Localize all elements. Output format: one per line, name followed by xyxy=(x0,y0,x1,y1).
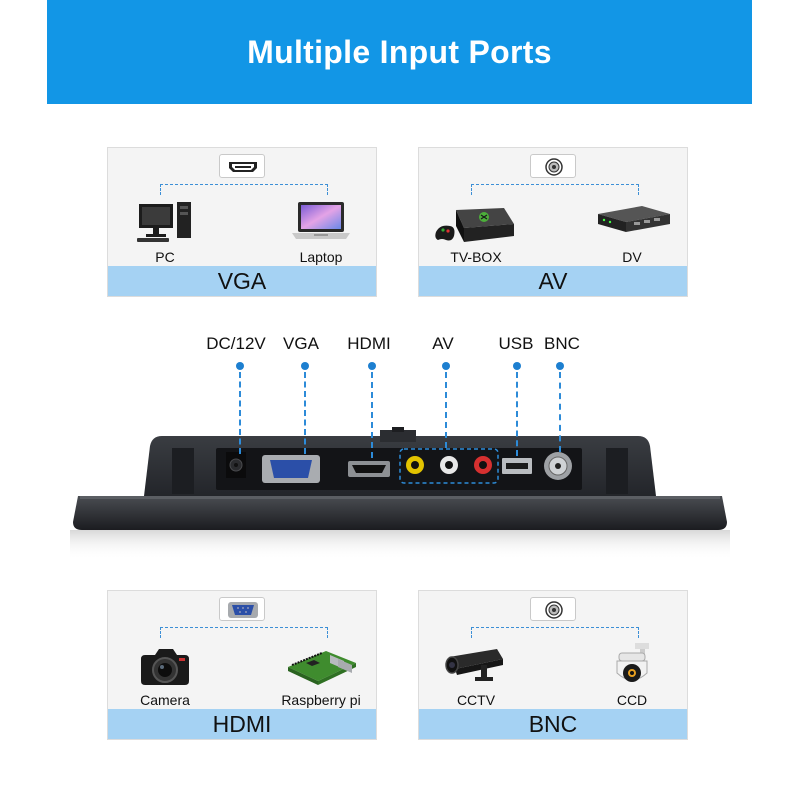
leader-dot xyxy=(442,362,450,370)
desktop-pc-icon xyxy=(120,200,210,246)
laptop-icon xyxy=(276,200,366,246)
leader-dot xyxy=(556,362,564,370)
bnc-port-icon xyxy=(530,597,576,621)
dome-camera-icon xyxy=(587,643,677,689)
dashed-connector xyxy=(471,184,639,195)
port-label-hdmi: HDMI xyxy=(347,334,391,353)
card-bnc: CCTV CCD BNC xyxy=(418,590,688,740)
leader-dot xyxy=(513,362,521,370)
card-footer-label: VGA xyxy=(108,266,376,296)
vga-port-icon xyxy=(219,597,265,621)
game-console-icon xyxy=(431,200,521,246)
card-footer-label: AV xyxy=(419,266,687,296)
dashed-connector xyxy=(471,627,639,638)
card-footer-label: HDMI xyxy=(108,709,376,739)
device-label-camera: Camera xyxy=(140,692,190,708)
device-label-raspberry-pi: Raspberry pi xyxy=(281,692,361,708)
device-label-tv-box: TV-BOX xyxy=(450,249,502,265)
device-label-dv: DV xyxy=(622,249,642,265)
raspberry-pi-board-icon xyxy=(276,643,366,689)
port-label-usb: USB xyxy=(498,334,534,353)
page-title: Multiple Input Ports xyxy=(247,33,552,70)
header-banner: Multiple Input Ports xyxy=(47,0,752,104)
leader-line xyxy=(445,372,447,448)
camera-icon xyxy=(120,643,210,689)
hdmi-port-icon xyxy=(219,154,265,178)
leader-line xyxy=(304,372,306,454)
rca-port-icon xyxy=(530,154,576,178)
port-label-dc12v: DC/12V xyxy=(206,334,266,353)
card-vga: PC Laptop VGA xyxy=(107,147,377,297)
leader-dot xyxy=(368,362,376,370)
device-label-pc: PC xyxy=(155,249,175,265)
leader-dot xyxy=(236,362,244,370)
cctv-camera-icon xyxy=(431,643,521,689)
leader-line xyxy=(371,372,373,458)
port-label-bnc: BNC xyxy=(544,334,580,353)
leader-line xyxy=(239,372,241,454)
card-footer-label: BNC xyxy=(419,709,687,739)
dvr-box-icon xyxy=(587,200,677,246)
leader-dot xyxy=(301,362,309,370)
card-av: TV-BOX DV AV xyxy=(418,147,688,297)
dashed-connector xyxy=(160,627,328,638)
port-label-av: AV xyxy=(432,334,454,353)
leader-line xyxy=(559,372,561,452)
dashed-connector xyxy=(160,184,328,195)
device-label-ccd: CCD xyxy=(616,692,648,708)
card-hdmi: Camera Raspberry pi HDMI xyxy=(107,590,377,740)
device-label-laptop: Laptop xyxy=(299,249,343,265)
leader-line xyxy=(516,372,518,456)
port-label-vga: VGA xyxy=(283,334,319,353)
device-label-cctv: CCTV xyxy=(456,692,496,708)
